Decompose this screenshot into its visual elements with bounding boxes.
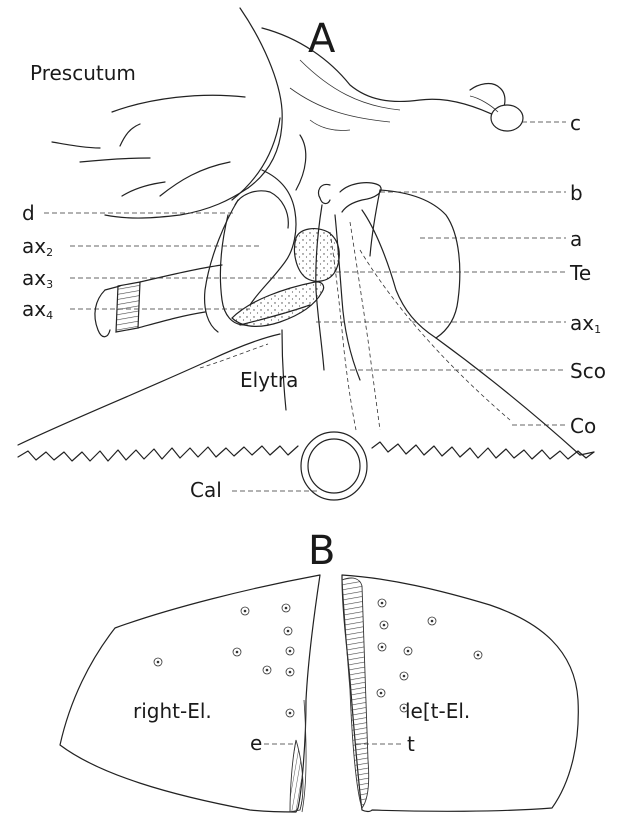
- panel-a: A Prescutum: [18, 8, 606, 502]
- label-ax1: ax1: [570, 311, 601, 336]
- label-ax2: ax2: [22, 234, 53, 259]
- prescutum-outline: [112, 95, 245, 112]
- cal-ring-inner: [308, 439, 360, 493]
- label-e: e: [250, 731, 262, 755]
- label-t: t: [407, 732, 415, 756]
- hook-sclerite: [95, 290, 110, 337]
- left-elytron-hatched-band: [342, 578, 369, 808]
- label-ax4: ax4: [22, 297, 53, 322]
- costa-vein: [436, 338, 580, 455]
- label-a: a: [570, 227, 582, 251]
- pore-marks-left: [377, 599, 482, 712]
- label-sco: Sco: [570, 359, 606, 383]
- humeral-plate: [240, 8, 282, 188]
- subcosta-vein: [330, 232, 356, 430]
- cal-ring-outer: [301, 432, 367, 500]
- elytra-serrated-edge: [18, 446, 298, 461]
- label-b: b: [570, 181, 583, 205]
- axillary-sclerite-2: [250, 170, 296, 305]
- label-d: d: [22, 201, 35, 225]
- label-co: Co: [570, 414, 596, 438]
- left-elytron-outline: [342, 575, 578, 812]
- right-elytron-outline: [60, 575, 320, 812]
- panel-a-letter: A: [308, 16, 336, 62]
- sclerite-a: [380, 190, 460, 338]
- prescutum-label: Prescutum: [30, 61, 136, 85]
- right-elytron-label: right-El.: [133, 699, 212, 723]
- panel-b: B right-El. e le[t-El.: [60, 528, 578, 812]
- cal-label: Cal: [190, 478, 222, 502]
- panel-b-letter: B: [308, 528, 335, 574]
- label-te: Te: [569, 261, 591, 285]
- label-ax3: ax3: [22, 266, 53, 291]
- humeral-knob: [491, 105, 523, 131]
- axillary-sclerite-4: [232, 282, 324, 327]
- sclerite-b: [318, 184, 330, 203]
- elytra-label: Elytra: [240, 368, 298, 392]
- label-c: c: [570, 111, 581, 135]
- left-elytron-label: le[t-El.: [405, 699, 470, 723]
